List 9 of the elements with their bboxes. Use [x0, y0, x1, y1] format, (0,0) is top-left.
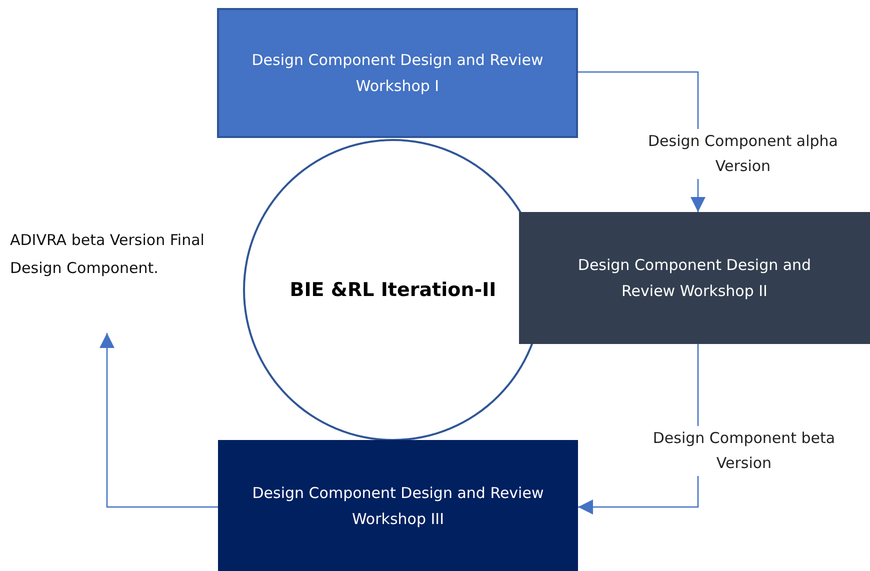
connector-arrow — [100, 333, 218, 508]
workshop-box — [218, 440, 578, 571]
workshop-title: Design Component Design and Review Workshop I — [250, 50, 544, 97]
outcome-note: ADIVRA beta Version Final Design Component. — [10, 230, 206, 279]
workshop-title: Design Component Design and Review Workshop II — [576, 255, 812, 302]
iteration-title: BIE &RL Iteration-II — [290, 279, 496, 301]
workshop-box — [217, 8, 578, 138]
workshop-title: Design Component Design and Review Workshop III — [251, 482, 545, 530]
workshop-box — [519, 212, 870, 344]
